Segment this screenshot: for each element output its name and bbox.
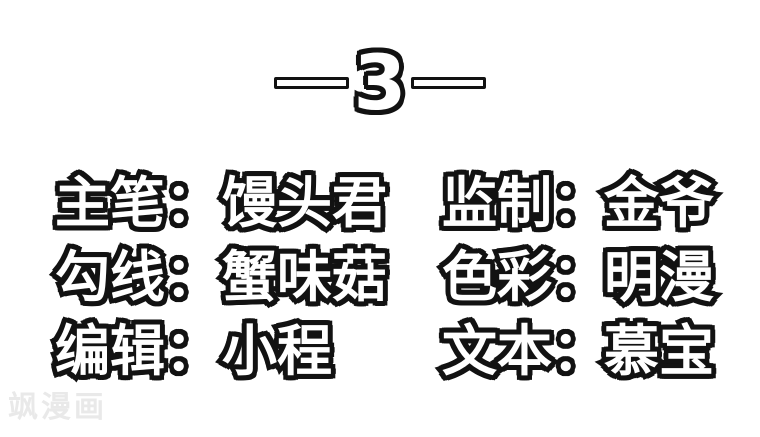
credit-value-main-artist: 馒头君 [222, 175, 442, 231]
role-label-editor: 编辑： [55, 323, 222, 379]
credit-value-producer: 金爷 [604, 175, 714, 231]
divider-bar-right [411, 77, 487, 89]
role-label-colorist: 色彩： [442, 249, 607, 305]
role-label-line-art: 勾线： [55, 249, 222, 305]
role-label-main-artist: 主笔： [55, 175, 222, 231]
credit-value-colorist: 明漫 [604, 249, 714, 305]
chapter-number: 3 [354, 45, 407, 122]
credit-value-script: 慕宝 [604, 323, 714, 379]
role-label-producer: 监制： [442, 175, 607, 231]
divider-bar-left [273, 77, 349, 89]
credits-grid: 主笔： 馒头君 监制： 金爷 勾线： 蟹味菇 色彩： 明漫 编辑： 小程 文本：… [55, 166, 714, 388]
credit-value-line-art: 蟹味菇 [222, 249, 442, 305]
chapter-divider: 3 [0, 38, 760, 128]
credit-value-editor: 小程 [222, 323, 442, 379]
watermark-samanhua: 飒漫画 [8, 390, 107, 425]
role-label-script: 文本： [442, 323, 607, 379]
